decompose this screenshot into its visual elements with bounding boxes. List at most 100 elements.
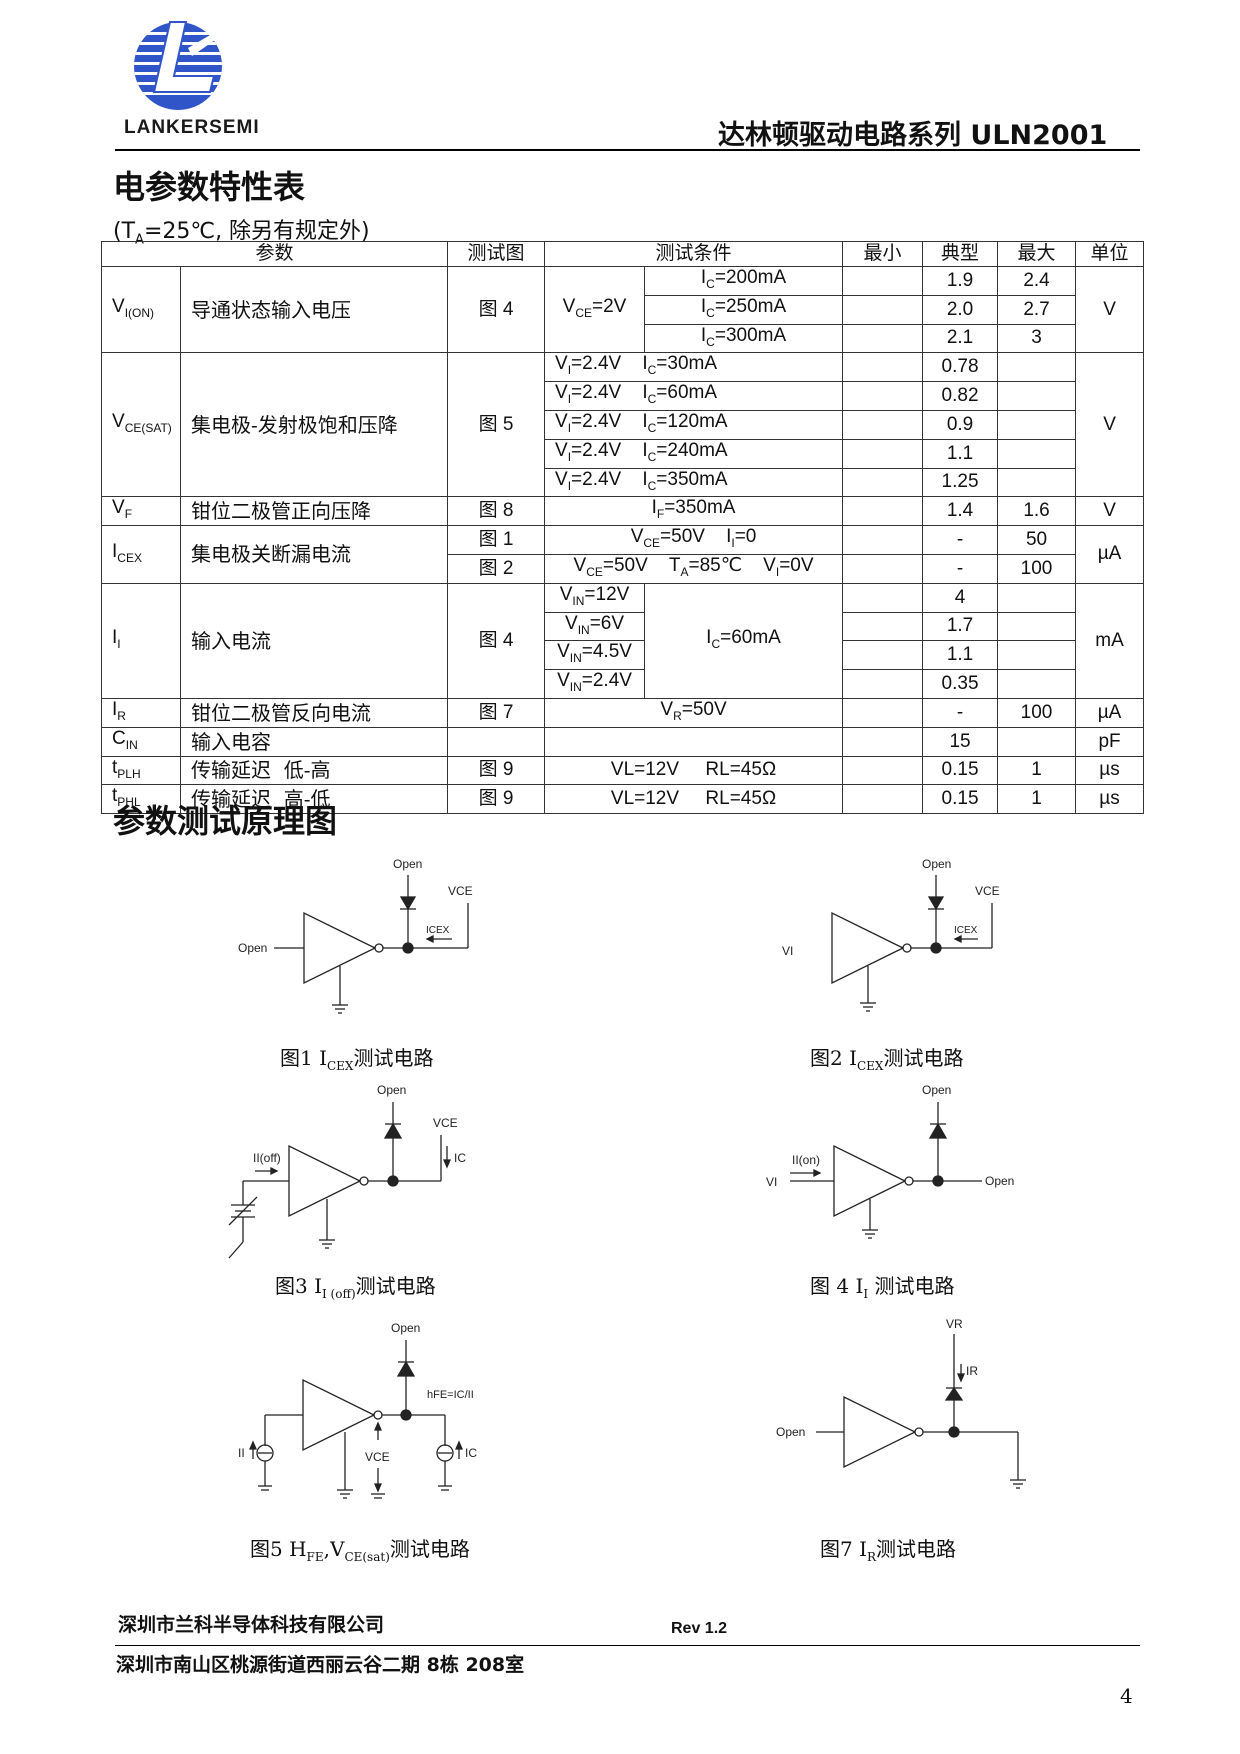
max-value: 100 — [997, 553, 1077, 584]
logo-text: LANKERSEMI — [124, 117, 260, 138]
typ-value: 4 — [922, 582, 999, 613]
label-ii-off: II(off) — [253, 1151, 281, 1165]
typ-value: 1.4 — [922, 496, 999, 527]
figure-1-caption: 图1 ICEX测试电路 — [280, 1046, 434, 1073]
unit: µs — [1075, 784, 1145, 815]
label-open-top: Open — [377, 1083, 406, 1097]
label-hfe: hFE=IC/II — [427, 1389, 474, 1401]
unit: V — [1075, 496, 1145, 527]
section-title-circuits: 参数测试原理图 — [113, 802, 338, 840]
typ-value: 1.1 — [922, 438, 999, 469]
max-value: 1.6 — [997, 496, 1077, 527]
test-condition-cell: VI=2.4V IC=120mA — [544, 409, 844, 440]
test-condition-cell: VIN=6V — [544, 611, 646, 642]
test-condition-cell: VI=2.4V IC=240mA — [544, 438, 844, 469]
max-value: 50 — [997, 525, 1077, 555]
param-desc: 传输延迟 低-高 — [179, 755, 449, 786]
col-header: 典型 — [922, 241, 999, 267]
label-vce: VCE — [975, 884, 1000, 898]
test-condition-cell: IC=300mA — [644, 323, 844, 354]
param-desc: 导通状态输入电压 — [179, 265, 449, 354]
label-open-top: Open — [922, 857, 951, 871]
typ-value: 0.9 — [922, 409, 999, 440]
unit: V — [1075, 352, 1145, 498]
col-header: 测试图 — [447, 241, 546, 267]
label-icex: ICEX — [954, 925, 978, 936]
fig-ref: 图 5 — [447, 352, 546, 498]
label-ir: IR — [966, 1364, 978, 1378]
max-value: 3 — [997, 323, 1077, 354]
typ-value: 0.15 — [922, 755, 999, 786]
test-condition-cell: VL=12V RL=45Ω — [544, 784, 844, 815]
typ-value: 2.0 — [922, 294, 999, 325]
param-symbol: VF — [101, 496, 181, 527]
label-open-top: Open — [393, 857, 422, 871]
page-number: 4 — [1120, 1684, 1133, 1708]
param-desc: 钳位二极管正向压降 — [179, 496, 449, 527]
figure-3-circuit: Open VCE IC II(off) — [228, 1083, 466, 1259]
test-condition-cell: VIN=12V — [544, 582, 646, 613]
unit: V — [1075, 265, 1145, 354]
table-row: VCE(SAT) 集电极-发射极饱和压降 图 5 VI=2.4V IC=30mA… — [101, 352, 1145, 498]
typ-value: - — [922, 697, 999, 728]
fig-ref: 图 8 — [447, 496, 546, 527]
param-desc: 输入电容 — [179, 726, 449, 757]
figure-5-circuit: Open hFE=IC/II II IC VCE — [238, 1321, 477, 1499]
table-row: IC=300mA 2.1 3 — [102, 323, 1144, 354]
test-condition-cell: VCE=50V TA=85℃ VI=0V — [544, 553, 844, 584]
col-header: 最小 — [842, 241, 924, 267]
label-open-in: Open — [238, 941, 267, 955]
table-row: tPLH 传输延迟 低-高 图 9 VL=12V RL=45Ω 0.15 1 µ… — [101, 755, 1145, 786]
test-condition-cell: VCE=50V II=0 — [544, 525, 844, 555]
table-row: IR 钳位二极管反向电流 图 7 VR=50V - 100 µA — [101, 697, 1145, 728]
figure-2-caption: 图2 ICEX测试电路 — [810, 1046, 964, 1073]
col-header: 最大 — [997, 241, 1077, 267]
table-row: VI=2.4V IC=120mA 0.9 — [102, 409, 1144, 440]
max-value: 1 — [997, 755, 1077, 786]
table-row: IC=250mA 2.0 2.7 — [102, 294, 1144, 325]
label-ic: IC — [454, 1151, 466, 1165]
param-symbol: IR — [101, 697, 181, 728]
footer-rule — [115, 1645, 1140, 1646]
table-header-row: 参数 测试图 测试条件 最小 典型 最大 单位 — [100, 241, 1145, 267]
unit: µA — [1075, 697, 1145, 728]
test-condition-cell: IC=60mA — [644, 582, 844, 699]
label-ii-on: II(on) — [792, 1153, 820, 1167]
param-symbol: VI(ON) — [101, 265, 181, 354]
param-symbol: ICEX — [101, 525, 181, 584]
fig-ref: 图 9 — [447, 784, 546, 815]
table-row: VF 钳位二极管正向压降 图 8 IF=350mA 1.4 1.6 V — [101, 496, 1145, 527]
param-desc: 钳位二极管反向电流 — [179, 697, 449, 728]
footer-rev: Rev 1.2 — [671, 1620, 728, 1637]
label-open-top: Open — [391, 1321, 420, 1335]
section-title-specs: 电参数特性表 — [113, 168, 306, 206]
typ-value: 0.82 — [922, 381, 999, 411]
spec-table: 参数 测试图 测试条件 最小 典型 最大 单位 VI(ON) 导通状态输入电压 … — [100, 241, 1145, 815]
fig-ref: 图 7 — [447, 697, 546, 728]
figure-7-circuit: VR IR Open — [776, 1318, 1026, 1489]
param-desc: 集电极-发射极饱和压降 — [179, 352, 449, 498]
param-desc: 集电极关断漏电流 — [179, 525, 449, 584]
header-rule — [115, 149, 1140, 151]
param-symbol: VCE(SAT) — [101, 352, 181, 498]
param-desc: 传输延迟 高-低 — [179, 784, 449, 815]
label-open-out: Open — [985, 1174, 1014, 1188]
label-open-top: Open — [922, 1083, 951, 1097]
figure-4-circuit: Open II(on) VI Open — [766, 1083, 1014, 1239]
figure-3-caption: 图3 II (off)测试电路 — [275, 1274, 436, 1301]
typ-value: 1.1 — [922, 640, 999, 671]
col-header: 单位 — [1075, 241, 1145, 267]
table-row: VI=2.4V IC=240mA 1.1 — [102, 438, 1144, 469]
label-vce: VCE — [365, 1450, 390, 1464]
max-value: 1 — [997, 784, 1077, 815]
test-condition-cell: IF=350mA — [544, 496, 844, 527]
test-condition-cell: VIN=2.4V — [544, 669, 646, 699]
table-row: VI(ON) 导通状态输入电压 图 4 VCE=2V IC=200mA 1.9 … — [101, 265, 1145, 354]
param-symbol: CIN — [101, 726, 181, 757]
param-symbol: tPHL — [101, 784, 181, 815]
typ-value: 15 — [922, 726, 999, 757]
label-ic: IC — [465, 1446, 477, 1460]
test-condition-cell: VI=2.4V IC=30mA — [544, 352, 844, 383]
table-row: CIN 输入电容 15 pF — [101, 726, 1145, 757]
figure-4-caption: 图 4 II 测试电路 — [810, 1274, 955, 1301]
